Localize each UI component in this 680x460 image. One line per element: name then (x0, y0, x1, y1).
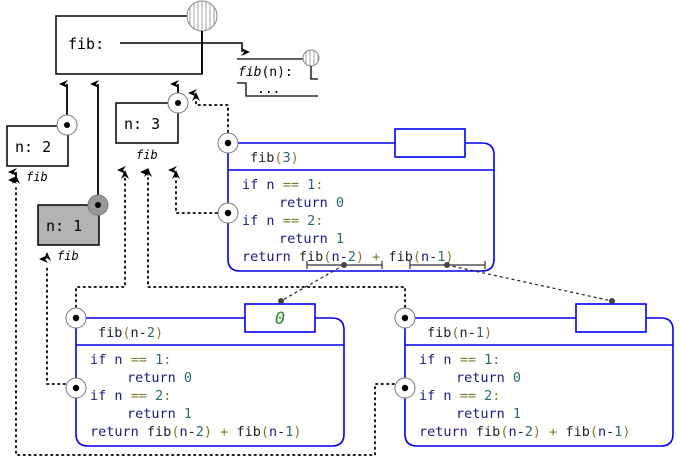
binding-n3: n: 3 fib (115, 92, 189, 162)
code-line: return fib(n-2) + fib(n-1) (90, 424, 302, 440)
link-dot (444, 262, 450, 268)
code-line: return 0 (456, 370, 521, 386)
binding-label: n: 3 (124, 115, 160, 133)
return-value-box (244, 303, 316, 333)
code-line: if n == 1: (90, 352, 171, 368)
parent-label: fib (26, 170, 48, 184)
call-brackets (278, 261, 615, 304)
frame-border (227, 142, 495, 272)
dotted-arrowheads (12, 92, 200, 261)
global-binding-label: fib: (68, 35, 104, 53)
parent-label: fib (57, 249, 79, 263)
function-body: ... (257, 82, 280, 97)
frame-title: fib(3) (250, 150, 299, 166)
code-line: return 1 (127, 406, 192, 422)
function-signature: fib(n): (238, 65, 293, 80)
function-params: (n): (261, 65, 292, 80)
parent-label: fib (136, 148, 158, 162)
frame-border (75, 317, 345, 447)
binding-n1: n: 1 fib (37, 194, 109, 263)
global-frame: fib: (55, 0, 250, 75)
small-striped-bubble-icon (302, 49, 320, 67)
code-line: if n == 2: (419, 388, 500, 404)
binding-label: n: 2 (15, 138, 51, 156)
code-line: if n == 1: (242, 177, 323, 193)
code-line: if n == 2: (90, 388, 171, 404)
code-line: return fib(n-2) + fib(n-1) (242, 249, 454, 265)
frame-fibn1: fib(n-1) if n == 1: return 0 if n == 2: retu… (394, 303, 674, 447)
frame-title: fib(n-2) (98, 325, 163, 341)
code-line: return 0 (279, 195, 344, 211)
link-dot (609, 298, 615, 304)
link-dot (341, 262, 347, 268)
function-object: fib(n): ... (237, 49, 320, 97)
return-value-box (394, 128, 466, 158)
frame-border (404, 317, 674, 447)
frame-title: fib(n-1) (427, 325, 492, 341)
fibn2-call-link (46, 264, 77, 385)
code-line: return 0 (127, 370, 192, 386)
frame-fibn2: fib(n-2) 0 if n == 1: return 0 if n == 2: ret… (65, 303, 345, 447)
fibn1-call-link (15, 187, 406, 456)
global-frame-box (55, 15, 203, 75)
code-line: if n == 1: (419, 352, 500, 368)
fib-binding-arrow (120, 42, 250, 56)
return-value-box (575, 303, 647, 333)
call-link-fib-n-2 (280, 264, 345, 302)
binding-label: n: 1 (46, 217, 82, 235)
code-line: return 1 (279, 231, 344, 247)
code-line: if n == 2: (242, 213, 323, 229)
binding-n2: n: 2 fib (6, 114, 78, 184)
code-line: return fib(n-2) + fib(n-1) (419, 424, 631, 440)
code-line: return 1 (456, 406, 521, 422)
fibn1-env-link (147, 177, 406, 319)
call-link-fib-n-1 (446, 264, 613, 302)
striped-bubble-icon (186, 0, 218, 32)
function-name: fib (238, 65, 262, 80)
link-dot (278, 298, 284, 304)
fibn2-env-link (75, 174, 126, 319)
fib3-call-link (175, 174, 229, 214)
return-value: 0 (275, 309, 285, 329)
frame-fib3: fib(3) if n == 1: return 0 if n == 2: return… (217, 128, 495, 272)
